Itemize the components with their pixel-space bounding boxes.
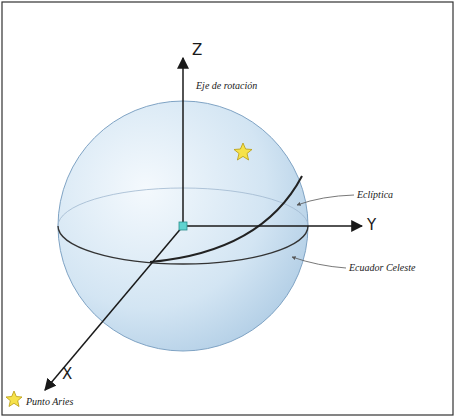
point-label: Punto Aries: [26, 396, 73, 407]
ecliptic: [150, 176, 302, 262]
axis-label: X: [62, 366, 72, 383]
x-axis: [45, 226, 183, 390]
axis-label: Y: [367, 217, 376, 234]
curve-label: Ecuador Celeste: [349, 262, 415, 273]
star: [234, 143, 252, 160]
curve-label: Eclíptica: [357, 189, 393, 200]
y-axis: [183, 225, 362, 227]
axis-label: Z: [192, 42, 202, 59]
axis-note: Eje de rotación: [196, 80, 257, 91]
leader-line: [292, 257, 346, 268]
z-axis: [182, 58, 184, 226]
aries-star: [6, 391, 22, 407]
leader-line: [297, 195, 354, 205]
origin-point: [179, 222, 187, 230]
